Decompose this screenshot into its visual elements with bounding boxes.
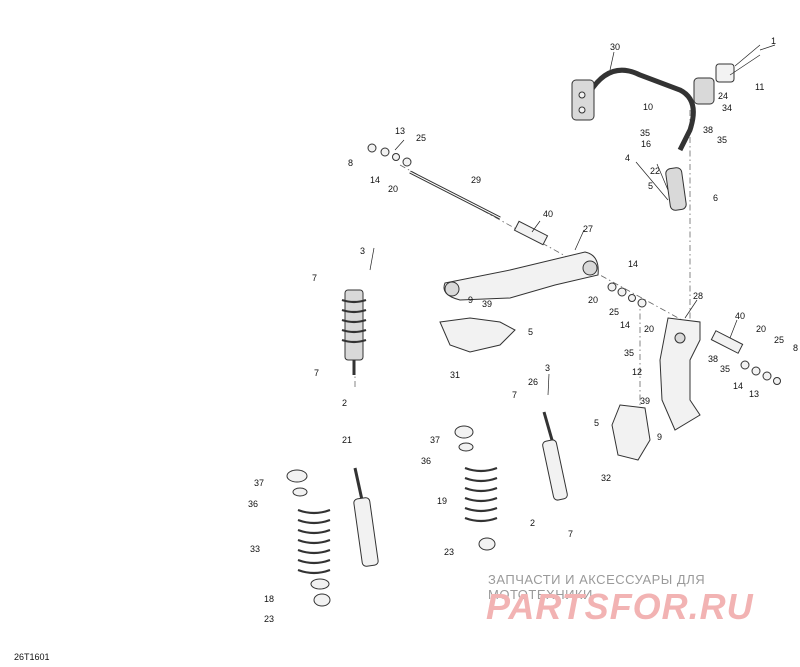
sleeve-right (710, 330, 744, 354)
shock-assembly-left (341, 289, 367, 375)
right-hardware (740, 360, 781, 385)
callout-14c: 14 (620, 320, 630, 330)
callout-7b: 7 (314, 368, 319, 378)
callout-3b: 3 (545, 363, 550, 373)
callout-2a: 2 (342, 398, 347, 408)
shock-absorber-26 (542, 411, 568, 501)
arm-hardware-middle (607, 282, 647, 308)
shock-absorber-21 (353, 467, 379, 567)
callout-39a: 39 (482, 299, 492, 309)
stabilizer-bar (571, 67, 696, 152)
stabilizer-link (665, 167, 687, 211)
callout-36b: 36 (248, 499, 258, 509)
callout-8b: 8 (793, 343, 798, 353)
watermark-tagline: ЗАПЧАСТИ И АКСЕССУАРЫ ДЛЯ МОТОТЕХНИКИ (488, 572, 706, 602)
callout-1: 1 (771, 36, 776, 46)
callout-27: 27 (583, 224, 593, 234)
callout-20c: 20 (644, 324, 654, 334)
callout-40b: 40 (735, 311, 745, 321)
callout-37b: 37 (254, 478, 264, 488)
callout-14a: 14 (370, 175, 380, 185)
callout-37a: 37 (430, 435, 440, 445)
spring-seats (286, 425, 496, 607)
callout-35b: 35 (717, 135, 727, 145)
callout-28: 28 (693, 291, 703, 301)
callout-7d: 7 (568, 529, 573, 539)
callout-33: 33 (250, 544, 260, 554)
stabilizer-bushing (693, 44, 761, 105)
callout-7c: 7 (512, 390, 517, 400)
callout-4: 4 (625, 153, 630, 163)
callout-20d: 20 (756, 324, 766, 334)
callout-labels: 1 30 11 24 34 10 38 35 35 16 4 22 5 6 13… (248, 36, 798, 624)
callout-30: 30 (610, 42, 620, 52)
callout-35d: 35 (720, 364, 730, 374)
callout-5a: 5 (648, 181, 653, 191)
callout-25c: 25 (774, 335, 784, 345)
upper-hardware-left (367, 143, 412, 167)
callout-20b: 20 (588, 295, 598, 305)
coil-spring-19 (464, 466, 498, 523)
hub-bracket (611, 404, 651, 461)
callout-35c: 35 (624, 348, 634, 358)
callout-10: 10 (643, 102, 653, 112)
callout-38: 38 (703, 125, 713, 135)
diagram-id: 26T1601 (14, 652, 50, 662)
callout-34: 34 (722, 103, 732, 113)
callout-18: 18 (264, 594, 274, 604)
callout-32: 32 (601, 473, 611, 483)
callout-39b: 39 (640, 396, 650, 406)
callout-29: 29 (471, 175, 481, 185)
callout-9b: 9 (657, 432, 662, 442)
a-arm (443, 251, 599, 301)
callout-24: 24 (718, 91, 728, 101)
callout-13a: 13 (395, 126, 405, 136)
callout-6: 6 (713, 193, 718, 203)
callout-36a: 36 (421, 456, 431, 466)
callout-23a: 23 (444, 547, 454, 557)
callout-5b: 5 (528, 327, 533, 337)
callout-3a: 3 (360, 246, 365, 256)
callout-leader-lines (369, 44, 776, 396)
knuckle (659, 317, 701, 431)
callout-35a: 35 (640, 128, 650, 138)
callout-11: 11 (755, 82, 764, 92)
callout-21: 21 (342, 435, 352, 445)
callout-26: 26 (528, 377, 538, 387)
callout-22: 22 (650, 166, 660, 176)
callout-23b: 23 (264, 614, 274, 624)
callout-8a: 8 (348, 158, 353, 168)
callout-38b: 38 (708, 354, 718, 364)
callout-13b: 13 (749, 389, 759, 399)
callout-5c: 5 (594, 418, 599, 428)
callout-19: 19 (437, 496, 447, 506)
callout-31: 31 (450, 370, 460, 380)
callout-2b: 2 (530, 518, 535, 528)
callout-40a: 40 (543, 209, 553, 219)
callout-9a: 9 (468, 295, 473, 305)
callout-14b: 14 (628, 259, 638, 269)
callout-16: 16 (641, 139, 651, 149)
arm-guard (439, 317, 516, 353)
coil-spring-33 (297, 508, 331, 575)
watermark-logo: PARTSFOR.RU (486, 586, 754, 627)
callout-25b: 25 (609, 307, 619, 317)
sleeve-upper (513, 220, 549, 246)
callout-25a: 25 (416, 133, 426, 143)
pivot-shaft (409, 170, 501, 220)
callout-7a: 7 (312, 273, 317, 283)
callout-14d: 14 (733, 381, 743, 391)
callout-20a: 20 (388, 184, 398, 194)
callout-12: 12 (632, 367, 642, 377)
